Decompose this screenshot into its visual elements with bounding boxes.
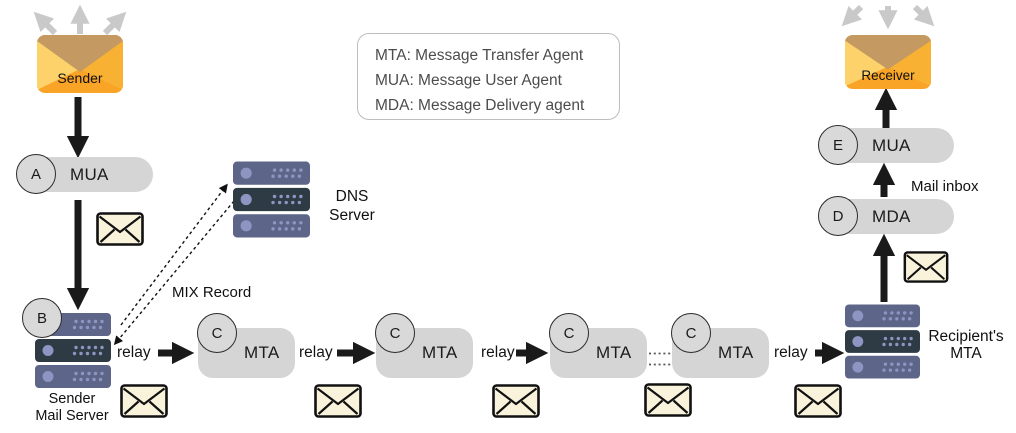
pill-mta-4: C MTA	[671, 313, 769, 378]
message-envelope-icon	[903, 251, 949, 283]
sender-label: Sender	[57, 70, 103, 86]
dns-server-icon	[233, 161, 310, 238]
mail-inbox-label: Mail inbox	[911, 178, 979, 195]
message-envelope-icon	[492, 384, 540, 418]
mta-label: MTA	[422, 343, 458, 362]
sender-mail-server-label: Sender Mail Server	[35, 391, 109, 424]
arrow-dns-query	[120, 183, 228, 326]
relay-label-4: relay	[774, 344, 808, 361]
pill-mua-a: A MUA	[16, 154, 153, 194]
dns-query-arrows	[113, 183, 235, 346]
relay-label-3: relay	[481, 344, 515, 361]
sender-envelope: Sender	[37, 35, 123, 93]
legend-line-mda: MDA: Message Delivery agent	[375, 97, 585, 114]
step-badge-e: E	[818, 125, 858, 165]
mua-e-label: MUA	[872, 135, 911, 155]
step-badge-c: C	[549, 313, 589, 353]
legend-box: MTA: Message Transfer Agent MUA: Message…	[357, 33, 620, 120]
dns-server-label: DNS Server	[329, 188, 375, 224]
pill-mta-1: C MTA	[197, 313, 295, 378]
receiver-envelope: Receiver	[845, 35, 931, 89]
message-envelope-icon	[794, 384, 842, 418]
legend-line-mta: MTA: Message Transfer Agent	[375, 47, 584, 64]
step-badge-a: A	[16, 154, 56, 194]
step-badge-d: D	[818, 196, 858, 236]
mix-record-label: MIX Record	[172, 284, 252, 301]
pill-mta-3: C MTA	[549, 313, 647, 378]
mda-label: MDA	[872, 206, 911, 226]
legend-line-mua: MUA: Message User Agent	[375, 72, 562, 89]
step-badge-b: B	[22, 298, 62, 338]
message-envelope-icon	[314, 384, 362, 418]
receiver-label: Receiver	[861, 68, 915, 83]
mta-label: MTA	[596, 343, 632, 362]
step-badge-c: C	[671, 313, 711, 353]
flow-arrows	[66, 87, 898, 365]
pill-mda-d: D MDA	[818, 196, 954, 236]
sender-broadcast-arrows	[33, 4, 127, 36]
relay-label-2: relay	[299, 344, 333, 361]
pill-mua-e: E MUA	[818, 125, 954, 165]
step-badge-c: C	[375, 313, 415, 353]
message-envelope-icon	[96, 212, 144, 246]
relay-label-1: relay	[117, 344, 151, 361]
pill-mta-2: C MTA	[375, 313, 473, 378]
mta-label: MTA	[244, 343, 280, 362]
message-envelope-icon	[120, 384, 168, 418]
mua-a-label: MUA	[70, 164, 109, 184]
mta-label: MTA	[718, 343, 754, 362]
receiver-incoming-arrows	[841, 4, 935, 30]
step-badge-c: C	[197, 313, 237, 353]
message-envelope-icon	[644, 383, 692, 417]
recipient-mta-icon	[845, 304, 920, 379]
mta-chain-ellipsis	[649, 352, 671, 366]
recipient-mta-label: Recipient's MTA	[928, 328, 1004, 362]
